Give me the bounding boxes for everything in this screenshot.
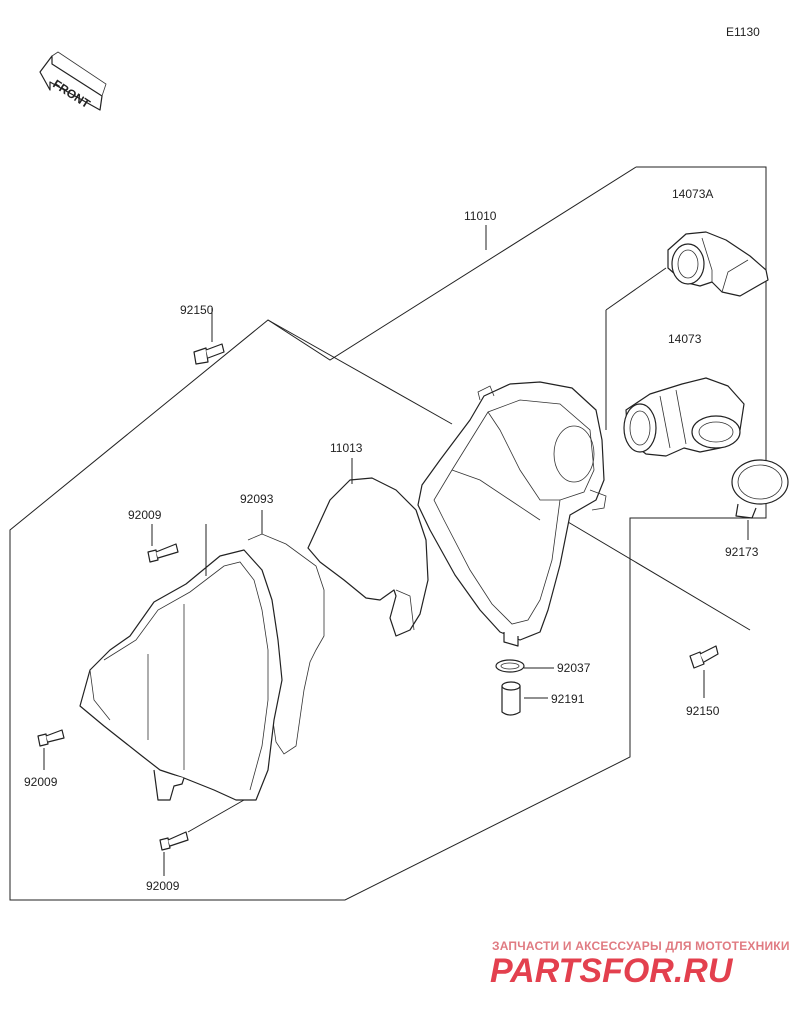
label-92009-top: 92009	[128, 508, 162, 522]
label-92191: 92191	[551, 692, 585, 706]
duct-14073	[623, 377, 745, 457]
air-cleaner-cover	[79, 524, 283, 801]
label-14073: 14073	[668, 332, 702, 346]
elbow-14073A	[667, 231, 769, 297]
bolt-92009-top	[147, 524, 179, 563]
assembly-outline	[9, 166, 767, 901]
clip-92037	[495, 659, 554, 673]
label-11010: 11010	[464, 209, 497, 223]
label-92037: 92037	[557, 661, 591, 675]
label-92009-bottom: 92009	[146, 879, 180, 893]
label-92150-top: 92150	[180, 303, 214, 317]
bolt-92150-top	[193, 308, 225, 365]
front-arrow-icon: FRONT	[39, 51, 107, 111]
bolt-92009-left	[37, 729, 65, 770]
label-11013: 11013	[330, 441, 363, 455]
label-92173: 92173	[725, 545, 759, 559]
filter-element-11013	[307, 458, 429, 637]
drain-plug-92191	[501, 681, 548, 716]
label-92150-right: 92150	[686, 704, 720, 718]
diagram-code: E1130	[726, 25, 760, 39]
label-92093: 92093	[240, 492, 274, 506]
clamp-92173	[731, 459, 789, 540]
watermark-brand: PARTSFOR.RU	[490, 952, 734, 990]
gasket-92093	[247, 510, 325, 755]
air-cleaner-case	[417, 381, 607, 647]
bolt-92009-bottom	[159, 799, 245, 876]
bolt-92150-right	[689, 645, 719, 698]
label-92009-left: 92009	[24, 775, 58, 789]
watermark-subtitle: ЗАПЧАСТИ И АКСЕССУАРЫ ДЛЯ МОТОТЕХНИКИ	[492, 939, 790, 953]
label-14073A: 14073A	[672, 187, 713, 201]
